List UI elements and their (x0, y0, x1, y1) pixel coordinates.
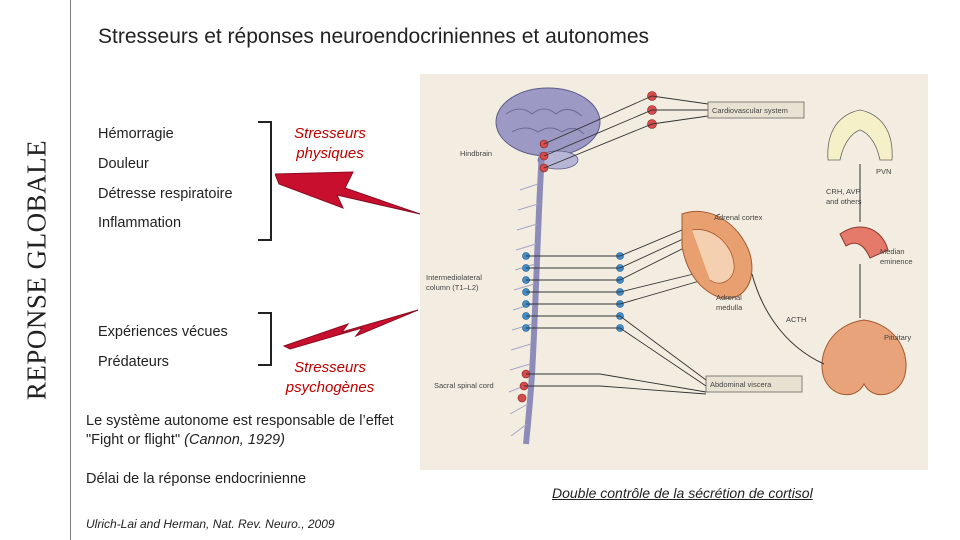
stressor-item-life-experience: Expériences vécues (98, 324, 228, 340)
label-adrenal: Adrenal (716, 293, 742, 302)
label-pituitary: Pituitary (884, 333, 911, 342)
label-column: column (T1–L2) (426, 283, 479, 292)
label-intermedio: Intermediolateral (426, 273, 482, 282)
citation: Ulrich-Lai and Herman, Nat. Rev. Neuro.,… (86, 517, 335, 531)
label-crh: CRH, AVP (826, 187, 860, 196)
lightning-bolt-psychogenic (282, 309, 419, 350)
label-others: and others (826, 197, 862, 206)
pituitary-icon (821, 319, 907, 395)
spinal-cord-icon (523, 151, 545, 445)
label-acth: ACTH (786, 315, 806, 324)
psychogenic-category-label: Stresseurs psychogènes (285, 359, 375, 396)
anatomy-diagram: Cardiovascular system Hindbrain PVN CRH,… (426, 87, 913, 445)
stressor-item-hemorrhage: Hémorragie (98, 126, 174, 142)
psychogenic-bracket (258, 312, 272, 366)
label-median: Median (880, 247, 905, 256)
autonomic-note-line1: Le système autonome est responsable de l… (86, 413, 394, 429)
pvn-icon (827, 109, 893, 161)
label-sacral: Sacral spinal cord (434, 381, 494, 390)
median-eminence-icon (839, 226, 889, 259)
cardiovascular-box (707, 101, 805, 119)
physical-category-label: Stresseurs physiques (294, 125, 366, 162)
autonomic-note-reference: (Cannon, 1929) (184, 432, 285, 448)
label-eminence: eminence (880, 257, 913, 266)
physical-bracket (258, 121, 272, 241)
stressor-item-inflammation: Inflammation (98, 215, 182, 231)
autonomic-note-line2: "Fight or flight" (86, 432, 181, 448)
slide-title: Stresseurs et réponses neuroendocrinienn… (98, 25, 650, 48)
brain-icon (495, 87, 601, 157)
label-abdominal: Abdominal viscera (710, 380, 772, 389)
vertical-section-title: REPONSE GLOBALE (21, 139, 52, 401)
stressor-item-respiratory: Détresse respiratoire (98, 186, 233, 202)
stressor-item-predators: Prédateurs (98, 354, 169, 370)
label-cardiovascular: Cardiovascular system (712, 106, 788, 115)
sidebar-divider (70, 0, 71, 540)
anatomy-figure: Cardiovascular system Hindbrain PVN CRH,… (420, 74, 928, 470)
label-pvn: PVN (876, 167, 891, 176)
abdominal-box (705, 375, 803, 393)
endocrine-delay-text: Délai de la réponse endocrinienne (86, 471, 307, 487)
autonomic-note: Le système autonome est responsable de l… (86, 412, 394, 450)
lightning-bolt-physical (275, 171, 421, 215)
label-adrenal-cortex: Adrenal cortex (714, 213, 763, 222)
figure-caption: Double contrôle de la sécrétion de corti… (552, 485, 813, 501)
label-hindbrain: Hindbrain (460, 149, 492, 158)
stressor-item-pain: Douleur (98, 156, 149, 172)
label-medulla: medulla (716, 303, 743, 312)
